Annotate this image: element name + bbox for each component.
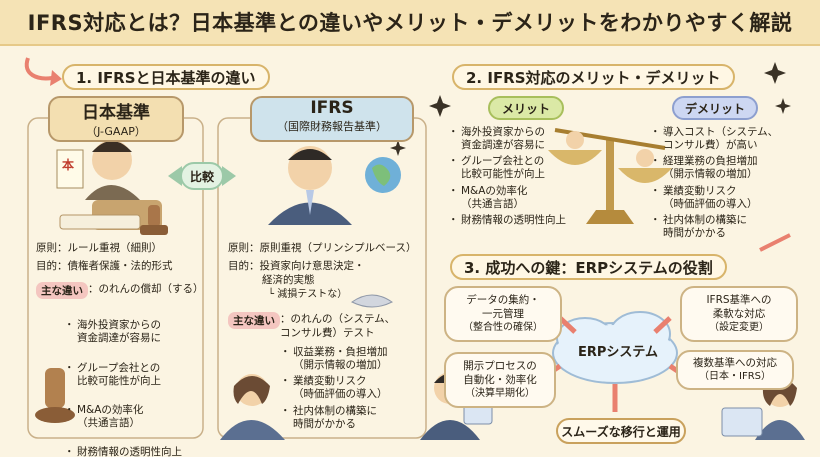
list-item: 海外投資家からの 資金調達が容易に <box>64 319 182 345</box>
japan-subtitle: （J-GAAP） <box>86 125 146 138</box>
card-sub: （整合性の確保） <box>463 322 543 334</box>
demerit-list: 導入コスト（システム、 コンサル費）が高い 経理業務の負担増加 （開示情報の増加… <box>650 126 778 243</box>
list-item: M&Aの効率化 （共通言語） <box>64 404 182 430</box>
ifrs-key-diff-text: ：のれんの（システム、 コンサル費）テスト <box>280 313 396 339</box>
stamp-char: 本 <box>62 158 75 172</box>
card-title: 開示プロセスの 自動化・効率化 <box>463 359 537 386</box>
list-item: 財務情報の透明性向上 <box>448 214 566 227</box>
list-item: M&Aの効率化 （共通言語） <box>448 185 566 211</box>
ifrs-purpose-2: 経済的実態 <box>262 274 315 286</box>
curved-arrow-icon <box>24 57 53 81</box>
ifrs-bullet-list: 収益業務・負担増加 （開示情報の増加） 業績変動リスク （時価評価の導入） 社内… <box>280 346 388 434</box>
hanko-stamp-icon <box>35 368 75 423</box>
list-item: 経理業務の負担増加 （開示情報の増加） <box>650 155 778 181</box>
ifrs-header: IFRS （国際財務報告基準） <box>250 96 414 142</box>
erp-card-data-integration: データの集約・ 一元管理 （整合性の確保） <box>444 286 562 342</box>
japan-standard-header: 日本基準 （J-GAAP） <box>48 96 184 142</box>
merit-list: 海外投資家からの 資金調達が容易に グループ会社との 比較可能性が向上 M&Aの… <box>448 126 566 230</box>
list-item: グループ会社との 比較可能性が向上 <box>448 155 566 181</box>
demerit-badge: デメリット <box>672 96 758 120</box>
merit-badge: メリット <box>488 96 564 120</box>
japan-key-diff-text: ：のれんの償却（する） <box>88 283 204 295</box>
erp-center-label: ERPシステム <box>578 345 659 360</box>
ifrs-principle: 原則：原則重視（プリンシプルベース） <box>228 242 417 254</box>
compare-badge: 比較 <box>180 162 224 190</box>
demerit-label: デメリット <box>684 101 745 116</box>
stamp-icon <box>140 205 168 235</box>
merit-label: メリット <box>501 101 550 116</box>
ifrs-subtitle: （国際財務報告基準） <box>277 120 387 133</box>
smooth-transition-label: スムーズな移行と運用 <box>561 424 681 439</box>
arrow-head-icon <box>50 70 62 86</box>
sparkle-icon <box>390 62 791 156</box>
erp-card-multi-standard: 複数基準への対応 （日本・IFRS） <box>676 350 794 390</box>
list-item: 収益業務・負担増加 （開示情報の増加） <box>280 346 387 372</box>
card-sub: （決算早期化） <box>465 388 535 400</box>
japan-title: 日本基準 <box>82 103 150 123</box>
compare-arrow-icon <box>168 166 236 186</box>
section3-heading-text: 3. 成功への鍵：ERPシステムの役割 <box>464 258 713 277</box>
list-item: グループ会社との 比較可能性が向上 <box>64 362 182 388</box>
ifrs-purpose-1: 目的：投資家向け意思決定・ <box>228 260 365 272</box>
card-title: データの集約・ 一元管理 <box>466 293 540 320</box>
section2-heading-text: 2. IFRS対応のメリット・デメリット <box>466 68 721 87</box>
japan-principle: 原則：ルール重視（細則） <box>36 242 162 254</box>
compare-label: 比較 <box>189 169 214 184</box>
japan-bullet-list: 海外投資家からの 資金調達が容易に グループ会社との 比較可能性が向上 M&Aの… <box>64 306 182 457</box>
list-item: 導入コスト（システム、 コンサル費）が高い <box>650 126 778 152</box>
businessman-icon <box>268 146 352 225</box>
list-item: 社内体制の構築に 時間がかかる <box>280 405 388 431</box>
ifrs-title: IFRS <box>310 98 354 118</box>
list-item: 業績変動リスク （時価評価の導入） <box>280 375 387 401</box>
list-item: 社内体制の構築に 時間がかかる <box>650 214 778 240</box>
card-title: IFRS基準への 柔軟な対応 <box>706 293 772 320</box>
handshake-icon <box>351 294 393 308</box>
section1-heading: 1. IFRSと日本基準の違い <box>62 64 270 90</box>
japanese-man-icon <box>56 140 162 230</box>
section2-heading: 2. IFRS対応のメリット・デメリット <box>452 64 735 90</box>
woman-icon <box>220 374 285 440</box>
globe-icon <box>365 157 401 193</box>
card-sub: （日本・IFRS） <box>699 371 771 383</box>
page-title: IFRS対応とは？日本基準との違いやメリット・デメリットをわかりやすく解説 <box>27 11 793 35</box>
card-sub: （設定変更） <box>709 322 769 334</box>
list-item: 業績変動リスク （時価評価の導入） <box>650 185 778 211</box>
erp-card-ifrs-flexibility: IFRS基準への 柔軟な対応 （設定変更） <box>680 286 798 342</box>
erp-card-disclosure-automation: 開示プロセスの 自動化・効率化 （決算早期化） <box>444 352 556 408</box>
list-item: 海外投資家からの 資金調達が容易に <box>448 126 566 152</box>
title-bar: IFRS対応とは？日本基準との違いやメリット・デメリットをわかりやすく解説 <box>0 0 820 46</box>
japan-purpose: 目的：債権者保護・法的形式 <box>36 260 173 272</box>
ifrs-key-diff-tag: 主な違い <box>228 312 280 329</box>
smooth-transition-badge: スムーズな移行と運用 <box>556 418 686 444</box>
section1-heading-text: 1. IFRSと日本基準の違い <box>76 68 256 87</box>
card-title: 複数基準への対応 <box>693 356 777 369</box>
section3-heading: 3. 成功への鍵：ERPシステムの役割 <box>450 254 727 280</box>
japan-key-diff-tag: 主な違い <box>36 282 88 299</box>
list-item: 財務情報の透明性向上 <box>64 446 182 457</box>
ifrs-purpose-3: └ 減損テストな） <box>268 289 348 300</box>
man-tablet-icon <box>420 372 493 440</box>
flow-arrow-icon <box>759 233 791 252</box>
